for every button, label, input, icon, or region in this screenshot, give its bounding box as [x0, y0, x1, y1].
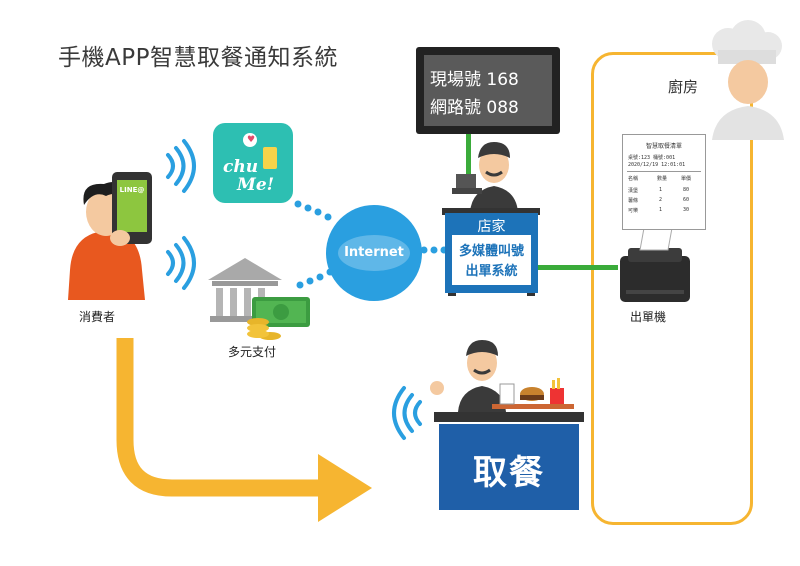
store-system-line1: 多媒體叫號 — [458, 244, 524, 259]
receipt-row-price: 80 — [683, 187, 690, 193]
store-system-panel — [452, 235, 531, 285]
store-clerk-figure — [452, 142, 518, 212]
order-receipt: 智慧取餐清單 桌號:123 桶號:001 2020/12/19 12:01:01… — [622, 134, 706, 230]
receipt-row-price: 30 — [683, 207, 690, 213]
store-counter-top — [442, 208, 540, 215]
receipt-header-price: 單價 — [681, 176, 692, 182]
chume-app-icon: ♥ chu Me! — [213, 123, 293, 203]
app-name-line1: chu — [223, 157, 259, 177]
monitor-connector — [466, 134, 471, 182]
receipt-row-price: 60 — [683, 197, 690, 203]
chef-figure — [712, 20, 784, 140]
internet-label: Internet — [344, 245, 404, 260]
consumer-figure — [68, 172, 152, 300]
kitchen-label: 廚房 — [668, 78, 699, 96]
receipt-row-qty: 1 — [659, 187, 663, 193]
receipt-meta1: 桌號:123 桶號:001 — [628, 155, 676, 161]
wifi-icon — [166, 139, 422, 440]
printer-label: 出單機 — [630, 310, 667, 324]
receipt-row-name: 薯條 — [628, 198, 639, 204]
drink-cup-icon — [263, 147, 277, 169]
store-system-line2: 出單系統 — [465, 264, 518, 279]
food-tray-icon — [492, 378, 574, 409]
receipt-row-name: 漢堡 — [628, 188, 639, 194]
app-name-line2: Me! — [237, 175, 275, 195]
page-title: 手機APP智慧取餐通知系統 — [58, 45, 338, 71]
pickup-clerk-figure — [430, 340, 506, 412]
store-label: 店家 — [477, 219, 506, 235]
receipt-row-qty: 2 — [659, 197, 663, 203]
payment-label: 多元支付 — [228, 345, 277, 359]
receipt-header-qty: 數量 — [657, 176, 668, 182]
receipt-header-name: 名稱 — [628, 176, 639, 182]
pickup-label: 取餐 — [473, 453, 545, 493]
heart-bubble-icon — [243, 133, 257, 147]
receipt-divider — [627, 171, 701, 172]
queue-monitor-screen — [424, 55, 552, 126]
cloud-shape — [338, 235, 410, 271]
flow-arrow-shaft — [116, 338, 318, 497]
receipt-row-name: 可樂 — [628, 208, 639, 214]
onsite-number: 現場號 168 — [430, 70, 519, 90]
receipt-row-qty: 1 — [659, 207, 663, 213]
receipt-title: 智慧取餐清單 — [645, 143, 682, 150]
flow-arrow-head — [318, 454, 372, 522]
kitchen-area — [591, 52, 753, 525]
consumer-label: 消費者 — [79, 310, 116, 324]
receipt-meta2: 2020/12/19 12:01:01 — [628, 162, 686, 168]
online-number: 網路號 088 — [430, 98, 519, 118]
internet-cloud — [326, 205, 422, 301]
pickup-counter-top — [434, 412, 584, 422]
pickup-counter — [439, 424, 579, 510]
cash-icon — [247, 297, 310, 340]
phone-line-badge: LINE@ — [119, 186, 145, 194]
printer-connector — [538, 265, 618, 270]
heart-icon: ♥ — [247, 135, 256, 145]
printer-icon — [620, 227, 690, 302]
